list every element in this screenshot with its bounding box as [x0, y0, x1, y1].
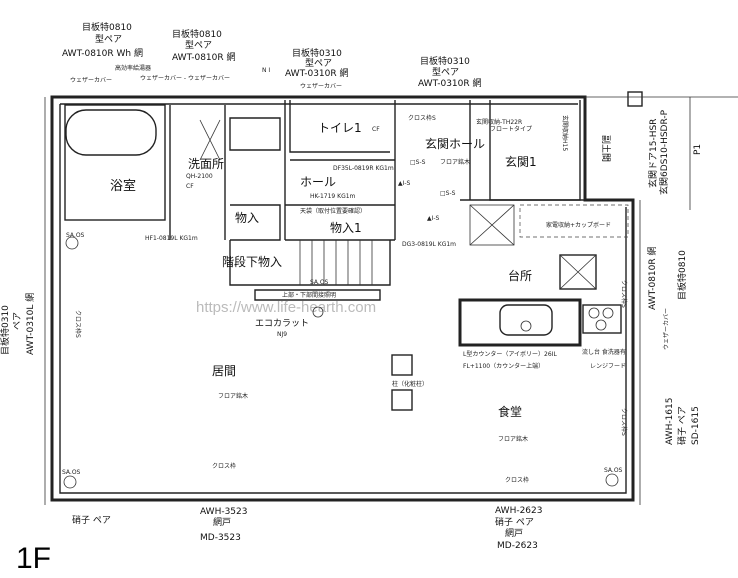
window-label: 硝子 ペア — [495, 516, 534, 528]
annotation: ウェザーカバー - ウェザーカバー — [140, 74, 230, 82]
annotation: ウェザーカバー — [300, 82, 342, 90]
annotation: レンジフード — [590, 363, 626, 370]
room-dining: 食堂 — [498, 404, 522, 419]
annotation: 天袋（取付位置要確認） — [300, 207, 366, 215]
room-hall: ホール — [300, 175, 336, 189]
window-label: 目板特0810 — [676, 250, 688, 300]
window-label: 型ペア — [185, 40, 212, 51]
room-living: 居間 — [212, 364, 236, 378]
room-bath: 浴室 — [110, 178, 136, 194]
window-label: AWT-0810R 網 — [646, 246, 658, 310]
finish-label: クロス枠S — [408, 114, 436, 122]
window-label: AWT-0310R 網 — [418, 77, 482, 89]
annotation: CF — [186, 183, 194, 190]
annotation: HF1-0819L KG1m — [145, 235, 198, 242]
annotation: SA.OS — [604, 467, 623, 474]
room-storage1: 物入1 — [330, 221, 362, 235]
watermark: https://www.life-hearth.com — [196, 299, 376, 316]
finish-label: クロス枠S — [74, 310, 82, 338]
finish-label: クロス枠S — [620, 280, 628, 308]
room-entrance-hall: 玄関ホール — [425, 136, 485, 151]
room-kitchen: 台所 — [508, 268, 532, 283]
finish-labels: フロア銘木 フロア銘木 フロア銘木 エコカラット NJ9 クロス枠 クロス枠 ク… — [74, 114, 628, 484]
annotation: □S-S — [410, 159, 426, 166]
annotation: 玄関収納-TH22R — [476, 118, 522, 126]
stairs — [299, 240, 373, 285]
finish-label: エコカラット — [255, 318, 309, 329]
annotation: HK-1719 KG1m — [310, 193, 356, 200]
annotation: QH-2100 — [186, 173, 213, 180]
annotation: 玄関6DS10-HSDR-P — [658, 109, 670, 195]
finish-label: フロア銘木 — [218, 392, 248, 400]
room-labels: 浴室 洗面所 トイレ1 玄関ホール 玄関1 ホール 物入 物入1 階段下物入 居… — [110, 121, 537, 419]
finish-label: クロス枠 — [212, 462, 236, 470]
window-label: 目板特0810 — [172, 28, 222, 40]
window-label: SD-1615 — [691, 406, 701, 445]
finish-label: クロス枠 — [505, 476, 529, 484]
window-label: 網戸 — [213, 516, 231, 528]
annotation: DG3-0819L KG1m — [402, 241, 456, 248]
window-label: MD-2623 — [497, 541, 538, 551]
window-label: ペア — [13, 312, 23, 330]
annotation: FL+1100（カウンター上端） — [463, 362, 544, 370]
annotation: 玄関ドア15-HSR — [647, 119, 659, 188]
window-label: 目板特0310 — [0, 305, 11, 355]
annotation: 高効率給湯器 — [115, 64, 151, 72]
window-label: MD-3523 — [200, 533, 241, 543]
finish-label: クロス枠S — [620, 408, 628, 436]
room-washroom: 洗面所 — [188, 157, 224, 171]
annotation: SA.OS — [62, 469, 81, 476]
kitchen-counter — [391, 254, 622, 411]
annotation: SA.OS — [310, 279, 329, 286]
annotation: L型カウンター（アイボリー）26IL — [463, 350, 557, 358]
annotation: P1 — [693, 144, 703, 155]
window-label: AWT-0810R Wh 網 — [62, 47, 143, 59]
room-toilet: トイレ1 — [318, 121, 362, 135]
annotation: N I — [262, 67, 270, 74]
window-label: 硝子 ペア — [72, 514, 111, 526]
annotation: CF — [372, 126, 380, 133]
finish-label: NJ9 — [277, 331, 287, 338]
window-label: AWT-0310L 網 — [24, 293, 36, 355]
annotation: □S-S — [440, 190, 456, 197]
window-label: 硝子 ペア — [676, 406, 688, 445]
annotation: ▲I-S — [398, 180, 411, 187]
window-label: 型ペア — [305, 58, 332, 69]
annotation: 玄関収納H15 — [561, 115, 569, 151]
annotation: ▲I-S — [427, 215, 440, 222]
annotation: フロートタイプ — [490, 125, 532, 133]
ceiling-symbols — [63, 236, 619, 489]
window-label: AWH-1615 — [665, 398, 675, 445]
window-label: AWH-3523 — [200, 507, 247, 517]
annotation: DF35L-0819R KG1m — [333, 165, 394, 172]
room-storage: 物入 — [235, 211, 259, 225]
window-label: 目板特0810 — [82, 21, 132, 33]
window-label: 型ペア — [432, 67, 459, 78]
annotation: 家電収納+カップボード — [546, 221, 611, 229]
window-callouts: 目板特0810 型ペア AWT-0810R Wh 網 目板特0810 型ペア A… — [0, 21, 701, 551]
window-label: AWH-2623 — [495, 506, 542, 516]
annotation: 上部・下部間接照明 — [282, 291, 336, 299]
annotation: 副土間 — [600, 135, 612, 162]
annotation: 柱（化粧柱） — [392, 380, 428, 388]
annotation: SA.OS — [66, 232, 85, 239]
annotations: 高効率給湯器 ウェザーカバー ウェザーカバー - ウェザーカバー ウェザーカバー… — [62, 64, 703, 476]
window-label: ウェザーカバー — [662, 308, 670, 350]
annotation: ウェザーカバー — [70, 76, 112, 84]
room-entrance: 玄関1 — [505, 154, 537, 169]
window-label: 型ペア — [95, 34, 122, 45]
room-under-stairs: 階段下物入 — [222, 254, 282, 269]
outer-walls — [44, 91, 738, 505]
window-label: AWT-0310R 網 — [285, 67, 349, 79]
interior-walls — [64, 100, 633, 301]
floor-label: 1F — [16, 542, 51, 575]
finish-label: フロア銘木 — [440, 158, 470, 166]
window-label: 目板特0310 — [420, 55, 470, 67]
finish-label: フロア銘木 — [498, 435, 528, 443]
annotation: 流し台 食洗器有 — [582, 348, 626, 356]
window-label: 網戸 — [505, 527, 523, 539]
window-label: 目板特0310 — [292, 47, 342, 59]
window-label: AWT-0810R 網 — [172, 51, 236, 63]
